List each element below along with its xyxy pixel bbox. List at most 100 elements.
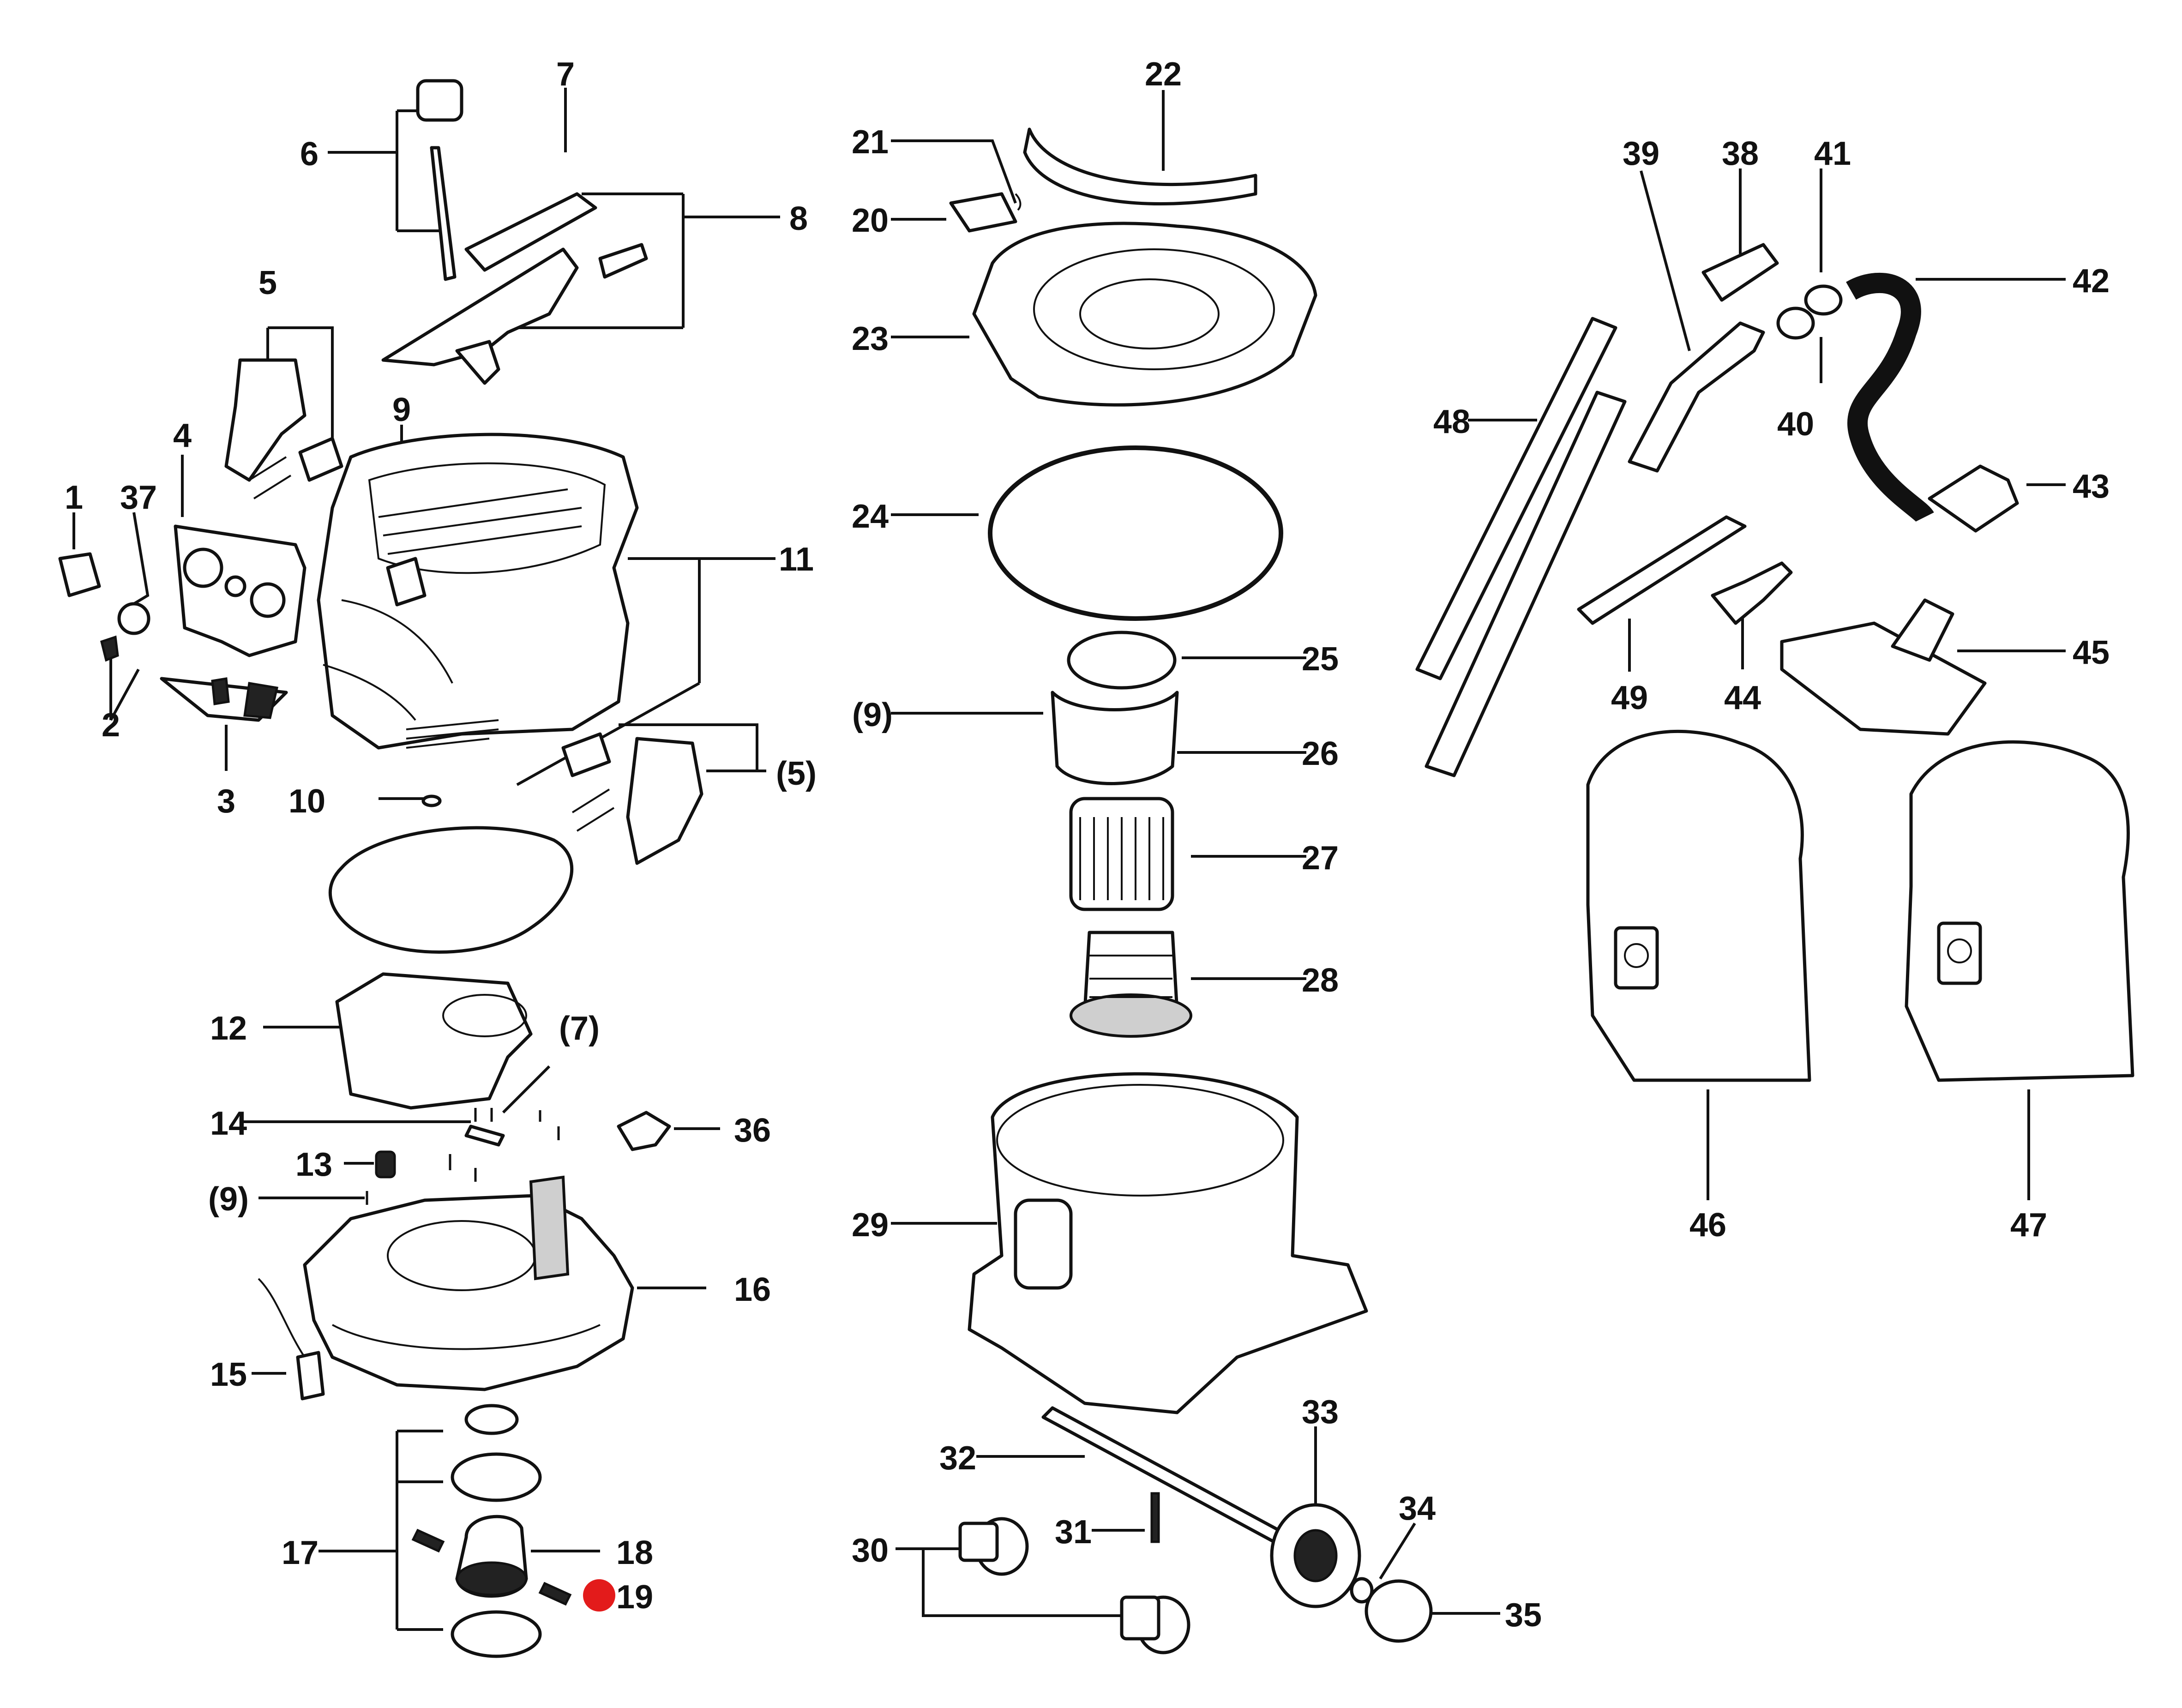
callout-1: 1: [65, 479, 83, 516]
callout-48: 48: [1433, 403, 1470, 440]
part-21-spring: [1015, 193, 1022, 211]
part-22-arc-cover: [1023, 127, 1257, 205]
part-11-motor-head: [317, 433, 639, 750]
part-31-screw: [1150, 1492, 1160, 1543]
callout-49: 49: [1611, 680, 1648, 716]
part-6-handle-knob: [416, 79, 463, 281]
part-43-adapter: [1928, 464, 2019, 533]
callout-15: 15: [210, 1356, 247, 1393]
callout-5: 5: [258, 265, 277, 301]
callout-9: 9: [392, 391, 411, 428]
callout-7: 7: [556, 56, 575, 93]
callout-13: 13: [295, 1146, 332, 1183]
callout-36: 36: [734, 1112, 771, 1149]
callout-34: 34: [1399, 1490, 1436, 1527]
callout-47: 47: [2010, 1207, 2047, 1244]
part-35-hub-cap: [1365, 1579, 1433, 1643]
callout-9c: (9): [208, 1181, 249, 1218]
callout-16: 16: [734, 1271, 771, 1308]
callout-7b: (7): [559, 1010, 600, 1047]
callout-23: 23: [852, 320, 889, 357]
part-17-carbon-brush: [411, 1528, 445, 1553]
part-5b-bracket: [561, 732, 703, 865]
part-16-motor-base: [303, 1175, 634, 1391]
callout-26: 26: [1302, 735, 1339, 772]
callout-28: 28: [1302, 962, 1339, 999]
highlight-marker-19[interactable]: [583, 1579, 615, 1612]
part-27-cartridge-filter: [1069, 797, 1174, 911]
callout-21: 21: [852, 124, 889, 161]
callout-19: 19: [616, 1579, 653, 1616]
part-38-adapter: [1701, 243, 1779, 302]
callout-18: 18: [616, 1534, 653, 1571]
part-11-filter-plate: [328, 826, 574, 954]
callout-25: 25: [1302, 641, 1339, 678]
callout-40: 40: [1777, 406, 1814, 443]
callout-6: 6: [300, 136, 319, 173]
callout-32: 32: [939, 1440, 976, 1477]
part-10-washer: [421, 794, 442, 807]
part-48-tube-b: [1425, 391, 1627, 777]
part-3-circuit-board: [160, 677, 288, 722]
callout-22: 22: [1145, 56, 1182, 93]
part-19-carbon-brush: [538, 1582, 572, 1606]
part-17-ring-mid: [451, 1452, 542, 1502]
part-29-tank: [968, 1072, 1368, 1414]
callout-35: 35: [1505, 1597, 1542, 1634]
part-4-switch-panel: [174, 524, 307, 657]
part-46-filter-bag: [1586, 729, 1811, 1082]
part-42-hose: [1846, 272, 1934, 523]
part-25-ring: [1067, 631, 1177, 690]
callout-45: 45: [2073, 634, 2110, 671]
part-48-tube-a: [1415, 317, 1617, 680]
callout-37: 37: [120, 479, 157, 516]
callout-29: 29: [852, 1207, 889, 1244]
callout-11: 11: [779, 541, 814, 578]
part-45-floor-nozzle: [1780, 598, 1987, 736]
part-18-motor: [455, 1515, 528, 1598]
callout-labels: 1 2 3 4 5 (5) 6 7 (7) 8 9 (9) (9) 10 11 …: [65, 56, 2110, 1634]
callout-46: 46: [1689, 1207, 1726, 1244]
callout-31: 31: [1055, 1514, 1092, 1551]
part-47-filter-bag: [1905, 740, 2134, 1082]
part-17-ring-top: [464, 1404, 519, 1435]
part-23-head-base: [972, 222, 1317, 407]
part-1-cover: [58, 552, 101, 597]
part-drawings: [58, 79, 2134, 1658]
callout-17: 17: [282, 1534, 319, 1571]
callout-10: 10: [289, 783, 325, 820]
part-34-clip-ring: [1350, 1577, 1374, 1604]
part-36-plug: [617, 1111, 671, 1151]
part-30-casters: [958, 1517, 1190, 1654]
callout-44: 44: [1724, 680, 1761, 716]
callout-4: 4: [173, 417, 192, 454]
part-14-seal: [464, 1125, 505, 1147]
callout-20: 20: [852, 202, 889, 239]
callout-5b: (5): [776, 755, 817, 792]
part-41-connector: [1804, 284, 1843, 316]
callout-30: 30: [852, 1532, 889, 1569]
part-28-filter-cage: [1070, 931, 1192, 1038]
callout-12: 12: [210, 1010, 247, 1047]
part-20-latch: [949, 192, 1017, 233]
part-49-crevice-tool: [1577, 515, 1747, 625]
part-12-fan-cover: [335, 972, 533, 1110]
callout-43: 43: [2073, 468, 2110, 505]
callout-27: 27: [1302, 840, 1339, 877]
part-33-wheel: [1270, 1503, 1361, 1608]
part-24-gasket: [988, 445, 1283, 621]
callout-2: 2: [102, 707, 120, 744]
part-15-clip: [296, 1351, 325, 1401]
part-26-filter-holder: [1051, 691, 1179, 785]
part-39-hose-handle: [1628, 321, 1765, 473]
part-44-upholstery-nozzle: [1711, 561, 1793, 625]
part-5-bracket: [224, 358, 343, 499]
part-13-pin: [375, 1150, 396, 1179]
callout-9b: (9): [852, 697, 893, 734]
callout-39: 39: [1623, 135, 1659, 172]
part-40-connector: [1776, 307, 1815, 340]
callout-42: 42: [2073, 263, 2110, 300]
part-2-screw: [100, 635, 119, 662]
part-37-knob: [117, 602, 150, 635]
